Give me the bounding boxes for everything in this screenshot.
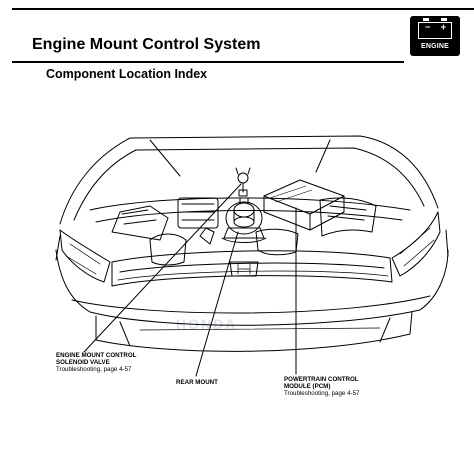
hood-outline [59,135,439,225]
solenoid-valve [237,172,249,184]
front-bumper [55,249,449,326]
callout-rear-mount-label: REAR MOUNT [176,379,218,386]
callout-solenoid-label-2: SOLENOID VALVE [56,359,110,367]
hood-inner [73,147,425,221]
title-underline [12,61,404,63]
honda-watermark: HONDA [176,316,238,332]
callout-pcm-label-2: MODULE (PCM) [284,383,331,391]
callout-pcm-reference: Troubleshooting, page 4-57 [284,390,360,398]
rear-mount [225,201,263,235]
callout-solenoid-label: ENGINE MOUNT CONTROL [56,352,137,359]
battery-icon: −+ [418,18,452,39]
engine-badge-label: ENGINE [420,43,450,50]
pcm-box [263,179,345,215]
right-headlight [391,211,441,277]
engine-section-badge: −+ ENGINE [410,16,460,56]
page-title: Engine Mount Control System [32,36,261,53]
cowl [89,197,411,211]
callout-rear-mount: REAR MOUNT [176,379,218,386]
leader-solenoid [83,183,242,353]
callout-solenoid-reference: Troubleshooting, page 4-57 [56,366,132,374]
callout-pcm-label: POWERTRAIN CONTROL [284,376,359,383]
left-headlight [59,229,111,283]
callout-pcm: POWERTRAIN CONTROL MODULE (PCM) Troubles… [284,376,359,398]
top-rule [12,8,474,10]
grille [111,250,393,287]
section-subtitle: Component Location Index [46,67,208,81]
leader-rear-mount [195,231,239,377]
callout-solenoid-valve: ENGINE MOUNT CONTROL SOLENOID VALVE Trou… [56,352,136,374]
